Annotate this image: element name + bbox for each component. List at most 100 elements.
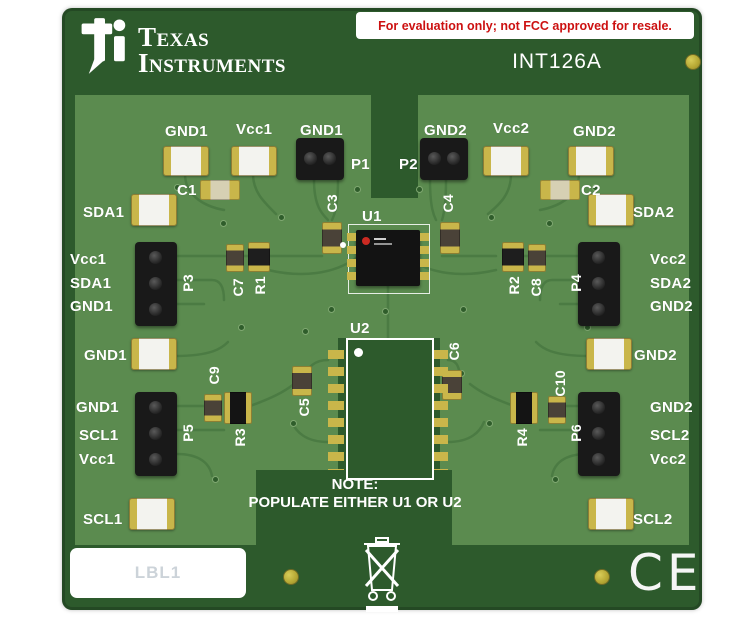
silkscreen-label: P6 [568, 424, 584, 442]
pcb-dark-region-note [256, 470, 452, 545]
resistor-r4 [510, 392, 538, 424]
via [382, 308, 389, 315]
pin-hole [323, 152, 336, 165]
resistor-r2 [502, 242, 524, 272]
silkscreen-label: R4 [514, 428, 530, 447]
via [290, 420, 297, 427]
via [278, 214, 285, 221]
silkscreen-label: P1 [351, 156, 370, 173]
silkscreen-label: SCL2 [650, 427, 690, 444]
brand-wordmark: Texas Instruments [138, 22, 286, 78]
via [488, 214, 495, 221]
silkscreen-label: C10 [552, 370, 568, 397]
silkscreen-label: SCL1 [79, 427, 119, 444]
note-line2: POPULATE EITHER U1 OR U2 [248, 494, 462, 511]
silkscreen-label: GND2 [573, 123, 616, 140]
silkscreen-label: Vcc2 [650, 451, 687, 468]
pin-hole [428, 152, 441, 165]
capacitor-c7 [226, 244, 244, 272]
ic-pins-right [420, 233, 429, 283]
silkscreen-label: GND2 [634, 347, 677, 364]
silkscreen-label: Vcc1 [236, 121, 273, 138]
resistor-r1 [248, 242, 270, 272]
capacitor-c3 [322, 222, 342, 254]
silkscreen-label: GND2 [650, 399, 693, 416]
pin-hole [592, 453, 605, 466]
silkscreen-label: C8 [528, 278, 544, 297]
silkscreen-label: SCL2 [633, 511, 673, 528]
pin-hole [592, 251, 605, 264]
testpoint-gnd2-mid [586, 338, 632, 370]
silkscreen-label: C4 [440, 194, 456, 213]
ic-pin1-dot [362, 237, 370, 245]
pin-hole [592, 303, 605, 316]
ti-logo-icon [81, 18, 126, 74]
via [552, 476, 559, 483]
via [592, 184, 599, 191]
testpoint-gnd2-top [568, 146, 614, 176]
populate-note: NOTE: POPULATE EITHER U1 OR U2 [202, 476, 508, 512]
testpoint-gnd1-mid [131, 338, 177, 370]
header-p3 [135, 242, 177, 326]
pin-hole [592, 401, 605, 414]
u2-pin1-marker [354, 348, 363, 357]
testpoint-vcc2-top [483, 146, 529, 176]
silkscreen-label: P3 [180, 274, 196, 292]
capacitor-c8 [528, 244, 546, 272]
via [416, 186, 423, 193]
board-label-text: LBL1 [134, 563, 182, 582]
pin-hole [149, 277, 162, 290]
ic-pins-left [347, 233, 356, 283]
testpoint-gnd1-top [163, 146, 209, 176]
capacitor-c5 [292, 366, 312, 396]
silkscreen-label: U1 [362, 208, 382, 225]
header-p4 [578, 242, 620, 326]
silkscreen-label: C1 [177, 182, 197, 199]
pin-hole [592, 427, 605, 440]
via [354, 186, 361, 193]
brand-line1: Texas [138, 22, 210, 52]
mounting-hole [283, 569, 299, 585]
silkscreen-label: P4 [568, 274, 584, 292]
header-p1 [296, 138, 344, 180]
header-p6 [578, 392, 620, 476]
note-line1: NOTE: [331, 476, 379, 493]
ce-mark: CE [628, 544, 703, 602]
ic-u1 [347, 230, 429, 286]
via [238, 324, 245, 331]
header-p5 [135, 392, 177, 476]
capacitor-c9 [204, 394, 222, 422]
brand-line2: Instruments [138, 48, 286, 78]
mounting-hole [594, 569, 610, 585]
testpoint-vcc1-top [231, 146, 277, 176]
testpoint-sda1 [131, 194, 177, 226]
testpoint-scl2 [588, 498, 634, 530]
via [486, 420, 493, 427]
pin-hole [592, 277, 605, 290]
silkscreen-label: Vcc2 [650, 251, 687, 268]
header-p2 [420, 138, 468, 180]
mounting-hole [685, 54, 701, 70]
pin-hole [304, 152, 317, 165]
capacitor-c1 [200, 180, 240, 200]
silkscreen-label: GND1 [84, 347, 127, 364]
silkscreen-label: GND2 [650, 298, 693, 315]
silkscreen-label: C7 [230, 278, 246, 297]
ic-marking [374, 238, 386, 240]
silkscreen-label: C2 [581, 182, 601, 199]
pin-hole [149, 251, 162, 264]
u1-pin1-marker [340, 242, 346, 248]
silkscreen-label: R1 [252, 276, 268, 295]
silkscreen-label: P5 [180, 424, 196, 442]
via [546, 220, 553, 227]
silkscreen-label: Vcc1 [70, 251, 107, 268]
u2-pads-right [432, 350, 448, 470]
pin-hole [149, 303, 162, 316]
silkscreen-label: SCL1 [83, 511, 123, 528]
silkscreen-label: SDA2 [633, 204, 675, 221]
weee-icon [364, 537, 400, 612]
pcb-board: GND1 Vcc1 GND1 P1 P2 GND2 Vcc2 GND2 C1 C… [62, 8, 703, 612]
silkscreen-label: Vcc1 [79, 451, 116, 468]
silkscreen-label: GND1 [300, 122, 343, 139]
